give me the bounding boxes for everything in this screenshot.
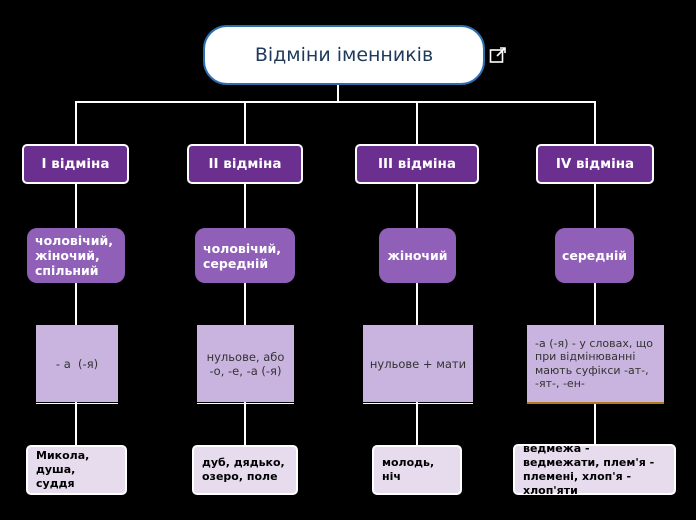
example-3[interactable]: молодь, ніч [372, 445, 462, 495]
ending-4[interactable]: -а (-я) - у словах, що при відмінюванні … [527, 325, 664, 402]
connector-col1-c [75, 402, 77, 445]
connector-branch-3 [416, 101, 418, 144]
ending-1-label: - а (-я) [55, 356, 99, 371]
declension-3-label: III відміна [378, 156, 456, 172]
connector-col2-b [244, 283, 246, 325]
ending-3-label: нульове + мати [369, 356, 467, 371]
gender-2-label: чоловічий, середній [203, 240, 281, 271]
gender-3-label: жіночий [387, 248, 448, 263]
connector-col3-c [416, 402, 418, 445]
gender-1[interactable]: чоловічий, жіночий, спільний [27, 228, 125, 283]
example-1-label: Микола, душа, суддя [36, 449, 90, 490]
ending-2-label: нульове, або -о, -е, -а (-я) [206, 349, 285, 378]
connector-col4-a [594, 184, 596, 228]
connector-bus [75, 101, 595, 103]
gender-2[interactable]: чоловічий, середній [195, 228, 295, 283]
declension-4-label: IV відміна [555, 156, 635, 172]
gender-4[interactable]: середній [555, 228, 634, 283]
connector-col1-b [75, 283, 77, 325]
connector-col1-a [75, 184, 77, 228]
example-1[interactable]: Микола, душа, суддя [26, 445, 127, 495]
ending-underline-1 [36, 403, 118, 404]
example-3-label: молодь, ніч [382, 456, 435, 483]
root-topic[interactable]: Відміни іменників [203, 25, 485, 85]
example-4[interactable]: ведмежа - ведмежати, плем'я - племені, х… [513, 441, 676, 497]
connector-col3-a [416, 184, 418, 228]
declension-1[interactable]: I відміна [22, 144, 129, 184]
ending-underline-4 [527, 402, 664, 404]
connector-branch-2 [244, 101, 246, 144]
declension-3[interactable]: III відміна [355, 144, 479, 184]
ending-underline-3 [363, 403, 473, 404]
declension-2-label: II відміна [208, 156, 282, 172]
ending-1[interactable]: - а (-я) [36, 325, 118, 402]
ending-3[interactable]: нульове + мати [363, 325, 473, 402]
ending-2[interactable]: нульове, або -о, -е, -а (-я) [197, 325, 294, 402]
declension-1-label: I відміна [41, 156, 110, 172]
external-link-icon[interactable] [489, 46, 507, 64]
ending-underline-2 [197, 403, 294, 404]
example-2[interactable]: дуб, дядько, озеро, поле [192, 445, 298, 495]
root-title: Відміни іменників [254, 44, 434, 66]
connector-branch-1 [75, 101, 77, 144]
example-4-label: ведмежа - ведмежати, плем'я - племені, х… [523, 441, 655, 497]
connector-branch-4 [594, 101, 596, 144]
connector-col2-a [244, 184, 246, 228]
connector-col2-c [244, 402, 246, 445]
connector-col3-b [416, 283, 418, 325]
declension-4[interactable]: IV відміна [536, 144, 654, 184]
gender-3[interactable]: жіночий [379, 228, 456, 283]
example-2-label: дуб, дядько, озеро, поле [202, 456, 285, 483]
connector-col4-b [594, 283, 596, 325]
gender-4-label: середній [561, 248, 628, 263]
gender-1-label: чоловічий, жіночий, спільний [35, 233, 113, 278]
ending-4-label: -а (-я) - у словах, що при відмінюванні … [535, 336, 653, 391]
connector-col4-c [594, 402, 596, 445]
connector-root [337, 85, 339, 102]
declension-2[interactable]: II відміна [187, 144, 303, 184]
